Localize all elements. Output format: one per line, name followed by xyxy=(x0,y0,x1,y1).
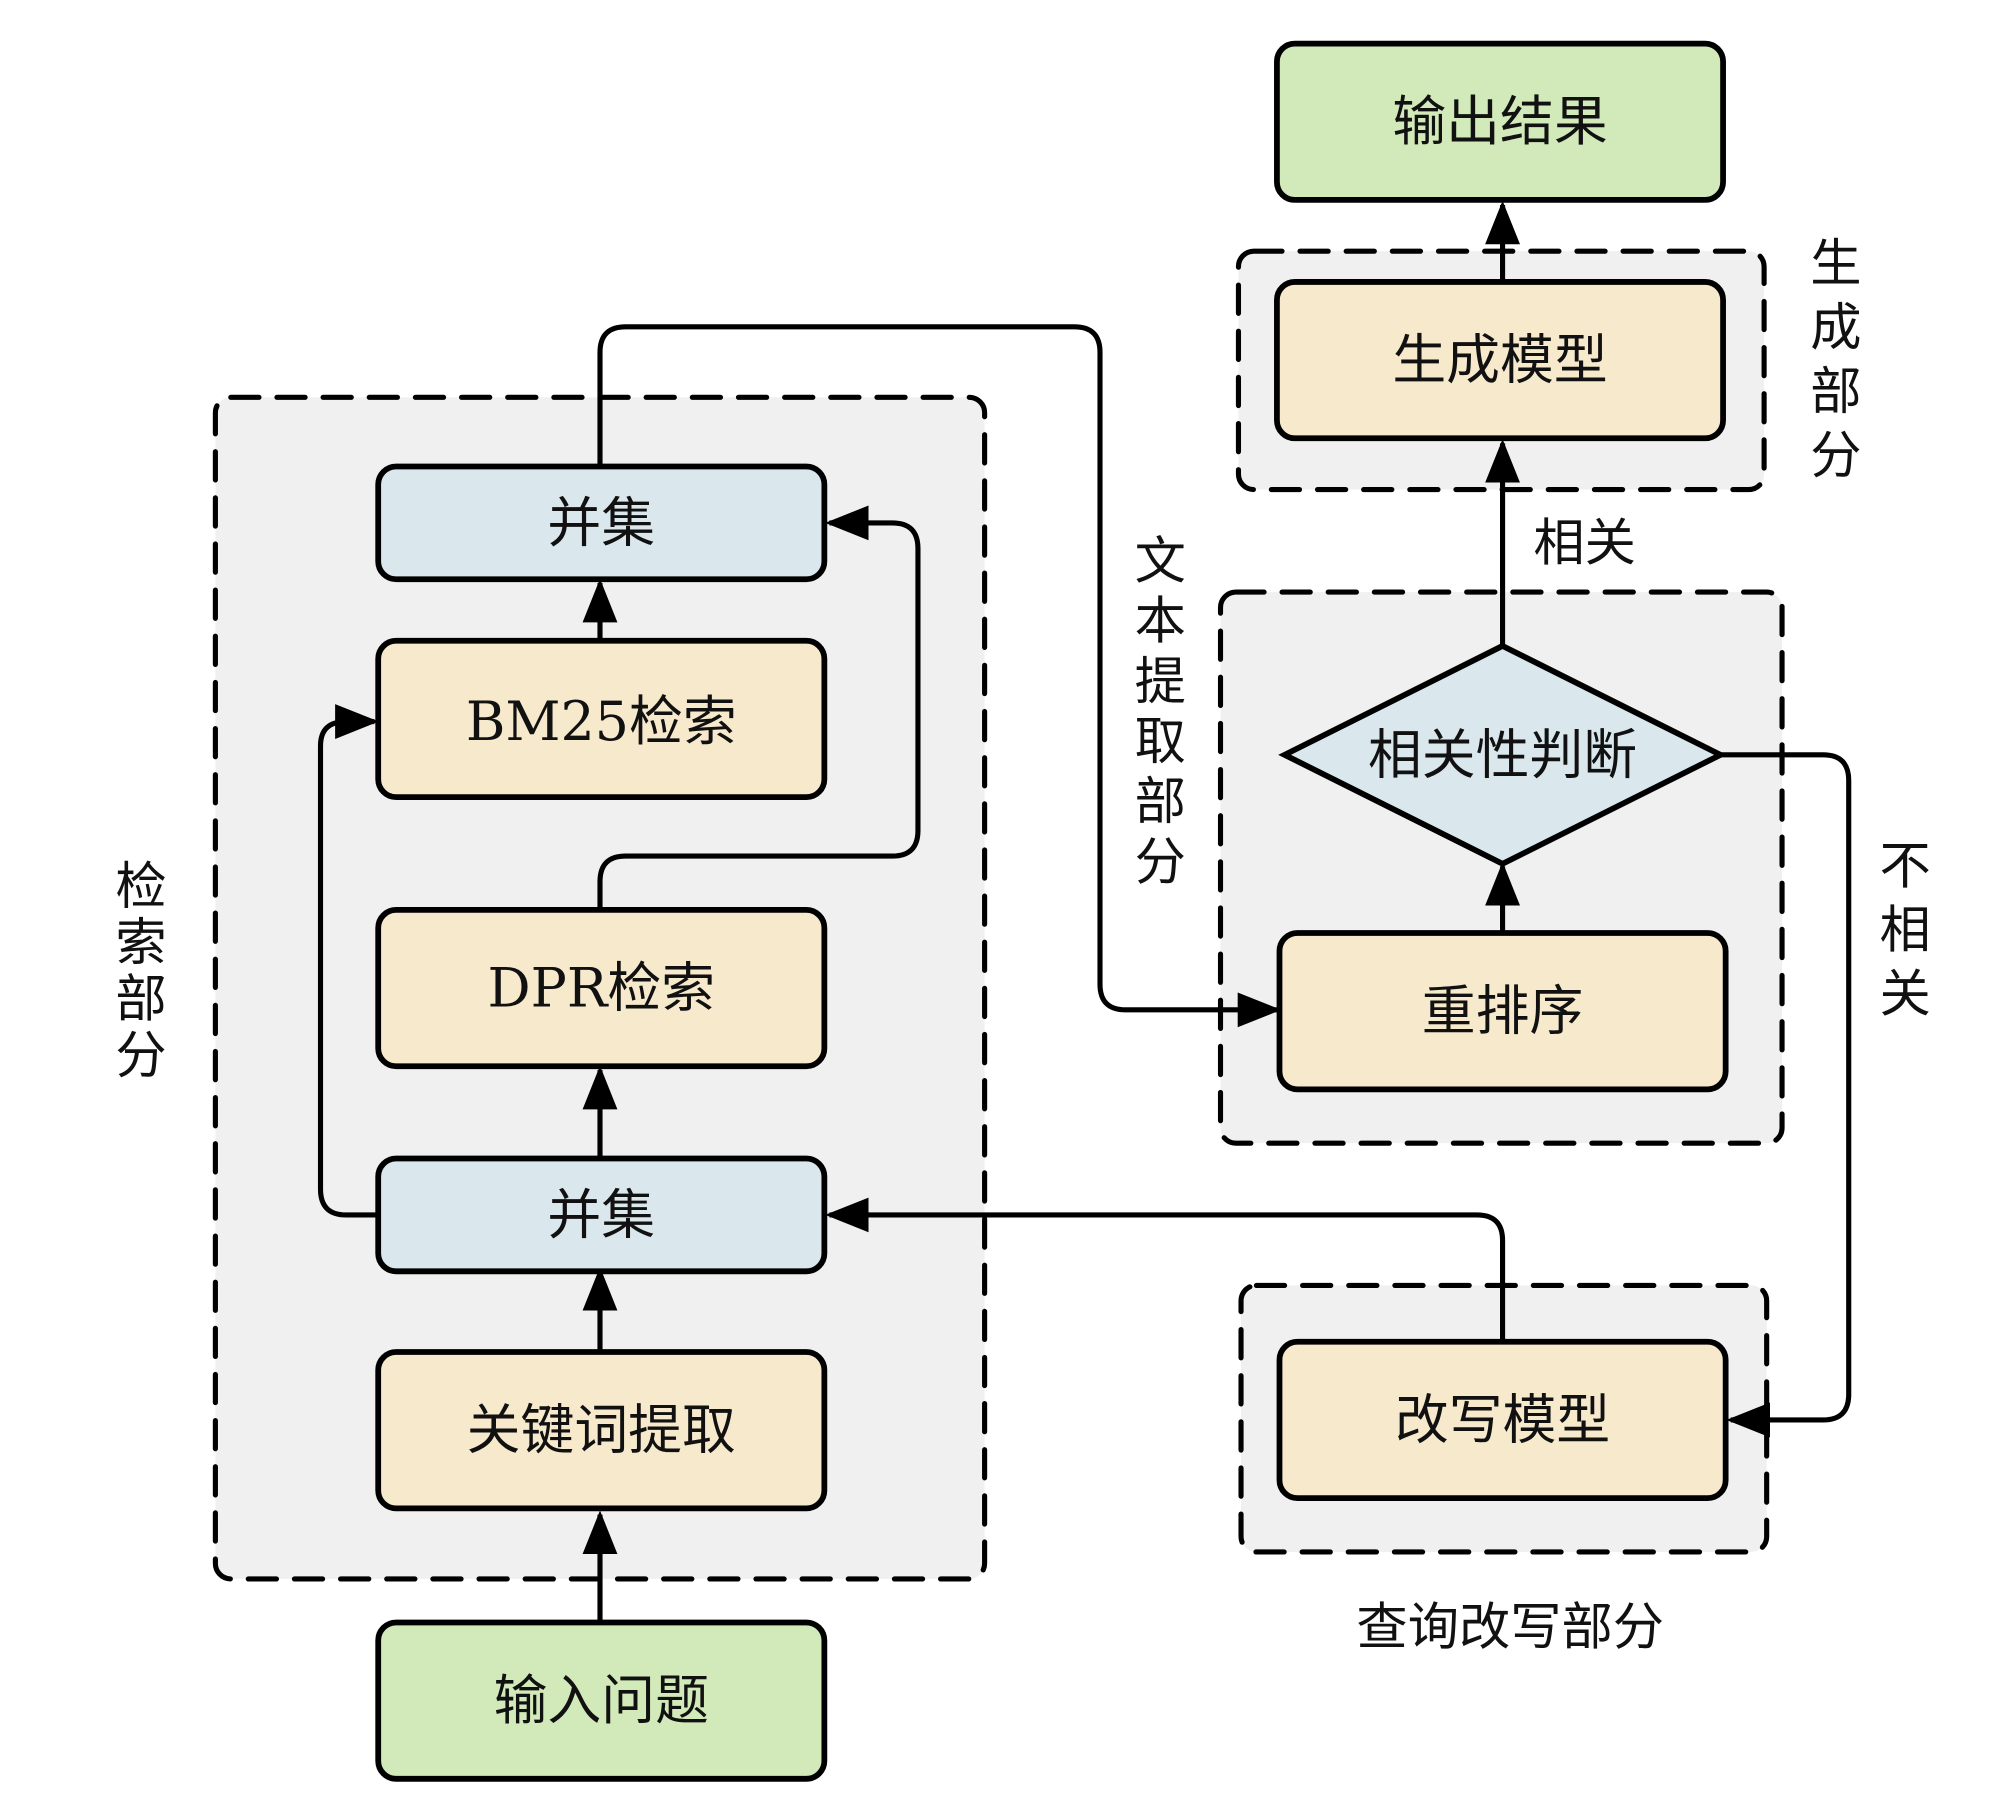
edge-label-relevant: 相关 xyxy=(1533,513,1636,573)
vertical-label-char: 成 xyxy=(1810,298,1861,358)
node-output-result: 输出结果 xyxy=(1274,40,1726,203)
node-dpr-retrieval-label: DPR检索 xyxy=(487,957,715,1020)
edge-dpr-to-union-upper xyxy=(597,505,921,910)
vertical-label-char: 检 xyxy=(115,857,166,917)
vertical-label-char: 分 xyxy=(115,1026,166,1086)
edge-union-lower-to-bm25 xyxy=(317,704,379,1218)
edge-label-irrelevant: 不相关 xyxy=(1879,836,1930,1024)
edge-judgment-to-rewrite xyxy=(1720,752,1852,1438)
vertical-label-char: 相 xyxy=(1879,900,1930,960)
node-generation-model-label: 生成模型 xyxy=(1392,329,1607,392)
node-keyword-extraction-label: 关键词提取 xyxy=(467,1399,736,1462)
vertical-label-char: 提 xyxy=(1135,652,1186,712)
vertical-label-char: 部 xyxy=(115,970,166,1030)
node-rewrite-model: 改写模型 xyxy=(1276,1338,1729,1502)
node-output-result-label: 输出结果 xyxy=(1392,90,1607,153)
node-union-lower: 并集 xyxy=(375,1155,828,1275)
node-rewrite-model-label: 改写模型 xyxy=(1395,1388,1610,1451)
node-relevance-judgment-label: 相关性判断 xyxy=(1368,723,1637,786)
vertical-label-char: 文 xyxy=(1135,531,1186,591)
node-union-upper: 并集 xyxy=(375,463,828,583)
group-label-query-rewrite: 查询改写部分 xyxy=(1356,1598,1664,1658)
node-rerank: 重排序 xyxy=(1276,930,1729,1093)
node-input-question: 输入问题 xyxy=(375,1619,828,1782)
edge-union-upper-to-rerank xyxy=(597,324,1282,1028)
node-keyword-extraction: 关键词提取 xyxy=(375,1349,828,1512)
group-label-retrieval: 检索部分 xyxy=(115,857,166,1086)
vertical-label-char: 取 xyxy=(1135,712,1186,772)
node-union-lower-label: 并集 xyxy=(547,1183,655,1246)
node-bm25-retrieval-label: BM25检索 xyxy=(466,690,737,753)
vertical-label-char: 索 xyxy=(115,913,166,973)
vertical-label-char: 分 xyxy=(1810,426,1861,486)
node-generation-model: 生成模型 xyxy=(1274,279,1726,442)
edge-rewrite-to-union-lower xyxy=(825,1197,1506,1342)
vertical-label-char: 本 xyxy=(1135,592,1186,652)
node-dpr-retrieval: DPR检索 xyxy=(375,907,828,1070)
node-input-question-label: 输入问题 xyxy=(494,1669,709,1732)
vertical-label-char: 部 xyxy=(1810,362,1861,422)
group-label-text-extraction: 文本提取部分 xyxy=(1135,531,1186,892)
node-bm25-retrieval: BM25检索 xyxy=(375,637,828,801)
vertical-label-char: 不 xyxy=(1879,836,1930,896)
vertical-label-char: 生 xyxy=(1810,234,1861,294)
node-relevance-judgment: 相关性判断 xyxy=(1278,642,1727,867)
vertical-label-char: 部 xyxy=(1135,772,1186,832)
group-label-generation: 生成部分 xyxy=(1810,234,1861,486)
node-union-upper-label: 并集 xyxy=(547,491,655,554)
vertical-label-char: 分 xyxy=(1135,832,1186,892)
node-rerank-label: 重排序 xyxy=(1422,980,1584,1043)
vertical-label-char: 关 xyxy=(1879,964,1930,1024)
